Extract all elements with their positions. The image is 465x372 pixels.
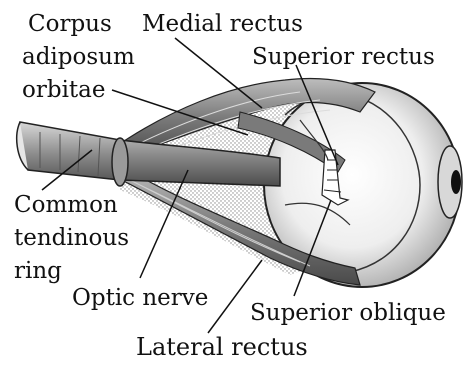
common-tendinous-ring (112, 138, 128, 186)
label-optic-nerve: Optic nerve (72, 285, 208, 311)
pupil (451, 170, 461, 194)
label-medial-rectus: Medial rectus (142, 11, 303, 37)
label-common-line2: tendinous (14, 225, 129, 251)
label-corpus-line3: orbitae (22, 77, 106, 103)
label-common-line1: Common (14, 192, 118, 218)
label-corpus-line2: adiposum (22, 44, 135, 70)
label-corpus-line1: Corpus (28, 11, 112, 37)
label-superior-rectus: Superior rectus (252, 44, 435, 70)
label-superior-oblique: Superior oblique (250, 300, 446, 326)
label-common-line3: ring (14, 258, 62, 284)
label-lateral-rectus: Lateral rectus (136, 333, 308, 361)
